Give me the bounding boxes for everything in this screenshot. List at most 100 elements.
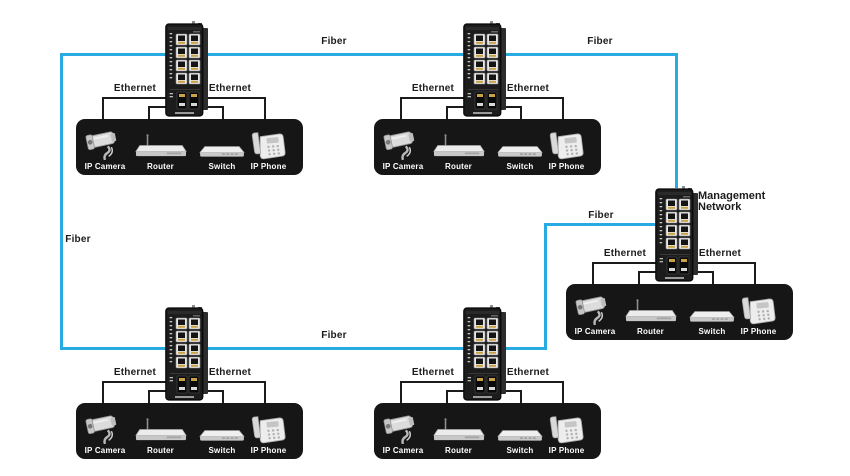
- device-label: IP Camera: [382, 446, 424, 455]
- ip-phone-icon: [741, 295, 776, 325]
- ip-camera-icon: [85, 413, 125, 444]
- ethernet-connector-line: [207, 381, 266, 383]
- device-panel: IP Camera Router Switch IP Phone: [374, 403, 601, 459]
- ethernet-connector-line: [562, 97, 564, 119]
- ethernet-connector-line: [712, 271, 714, 284]
- ethernet-connector-line: [222, 106, 224, 119]
- device-label: Router: [445, 162, 472, 171]
- switch-icon: [198, 424, 246, 444]
- industrial-switch-icon: [165, 305, 209, 401]
- ethernet-label-right: Ethernet: [506, 83, 550, 94]
- ethernet-connector-line: [520, 390, 522, 403]
- device-ip-phone: IP Phone: [242, 403, 295, 459]
- fiber-line-bottom: [60, 347, 547, 350]
- device-router: Router: [623, 284, 678, 340]
- management-network-label-line2: Network: [698, 201, 742, 213]
- ethernet-connector-line: [520, 106, 522, 119]
- ethernet-connector-line: [207, 97, 266, 99]
- management-network-label-line1: Management: [698, 190, 766, 202]
- device-label: Switch: [506, 446, 534, 455]
- ethernet-connector-line: [400, 381, 465, 383]
- ethernet-connector-line: [222, 390, 224, 403]
- device-label: IP Phone: [548, 162, 585, 171]
- device-ip-camera: IP Camera: [570, 284, 620, 340]
- router-icon: [134, 134, 188, 160]
- ethernet-connector-line: [592, 262, 594, 284]
- ethernet-connector-line: [592, 262, 657, 264]
- device-label: IP Phone: [548, 446, 585, 455]
- device-label: Router: [445, 446, 472, 455]
- device-label: Router: [147, 162, 174, 171]
- device-ip-phone: IP Phone: [540, 119, 593, 175]
- ethernet-connector-line: [102, 381, 167, 383]
- ethernet-connector-line: [148, 106, 150, 119]
- router-icon: [432, 418, 486, 444]
- ethernet-connector-line: [446, 106, 448, 119]
- device-router: Router: [133, 403, 188, 459]
- ethernet-label-left: Ethernet: [411, 367, 455, 378]
- fiber-label-top-left: Fiber: [321, 36, 347, 47]
- ethernet-connector-line: [102, 381, 104, 403]
- ethernet-label-left: Ethernet: [113, 83, 157, 94]
- ip-phone-icon: [251, 414, 286, 444]
- router-icon: [624, 299, 678, 325]
- device-label: IP Phone: [740, 327, 777, 336]
- fiber-line-right: [675, 53, 678, 188]
- device-label: Router: [147, 446, 174, 455]
- industrial-switch-icon: [463, 21, 507, 117]
- device-label: IP Phone: [250, 446, 287, 455]
- ethernet-label-left: Ethernet: [603, 248, 647, 259]
- device-label: Switch: [506, 162, 534, 171]
- device-label: Switch: [208, 446, 236, 455]
- device-label: Switch: [208, 162, 236, 171]
- ethernet-connector-line: [697, 262, 756, 264]
- ip-phone-icon: [251, 130, 286, 160]
- ethernet-connector-line: [638, 271, 640, 284]
- device-label: IP Camera: [382, 162, 424, 171]
- industrial-switch-icon: [463, 305, 507, 401]
- ethernet-label-left: Ethernet: [411, 83, 455, 94]
- switch-icon: [496, 140, 544, 160]
- device-ip-phone: IP Phone: [540, 403, 593, 459]
- device-ip-camera: IP Camera: [378, 403, 428, 459]
- device-label: Switch: [698, 327, 726, 336]
- fiber-label-top-right: Fiber: [587, 36, 613, 47]
- ethernet-label-right: Ethernet: [208, 367, 252, 378]
- ethernet-connector-line: [264, 381, 266, 403]
- router-icon: [432, 134, 486, 160]
- ip-phone-icon: [549, 130, 584, 160]
- cluster-bottom-left: Ethernet Ethernet IP Camera Router Switc…: [76, 403, 303, 459]
- device-label: Router: [637, 327, 664, 336]
- switch-icon: [198, 140, 246, 160]
- fiber-label-management: Fiber: [588, 210, 614, 221]
- device-router: Router: [133, 119, 188, 175]
- fiber-label-bottom: Fiber: [321, 330, 347, 341]
- ethernet-connector-line: [400, 97, 465, 99]
- cluster-bottom-middle: Ethernet Ethernet IP Camera Router Switc…: [374, 403, 601, 459]
- device-switch: Switch: [195, 119, 249, 175]
- cluster-management: Management Network Ethernet Ethernet IP …: [566, 284, 793, 340]
- device-ip-phone: IP Phone: [732, 284, 785, 340]
- fiber-line-top: [60, 53, 678, 56]
- cluster-top-middle: Ethernet Ethernet IP Camera Router Switc…: [374, 119, 601, 175]
- device-router: Router: [431, 119, 486, 175]
- device-ip-camera: IP Camera: [378, 119, 428, 175]
- ip-camera-icon: [383, 129, 423, 160]
- device-label: IP Camera: [84, 446, 126, 455]
- device-label: IP Camera: [574, 327, 616, 336]
- industrial-switch-icon: [655, 186, 699, 282]
- ethernet-connector-line: [505, 97, 564, 99]
- device-ip-phone: IP Phone: [242, 119, 295, 175]
- device-panel: IP Camera Router Switch IP Phone: [76, 403, 303, 459]
- device-switch: Switch: [685, 284, 739, 340]
- switch-icon: [496, 424, 544, 444]
- ethernet-connector-line: [446, 390, 448, 403]
- ethernet-connector-line: [400, 97, 402, 119]
- ethernet-connector-line: [264, 97, 266, 119]
- device-label: IP Phone: [250, 162, 287, 171]
- ethernet-connector-line: [148, 390, 150, 403]
- fiber-line-left: [60, 53, 63, 350]
- ethernet-connector-line: [562, 381, 564, 403]
- device-switch: Switch: [493, 403, 547, 459]
